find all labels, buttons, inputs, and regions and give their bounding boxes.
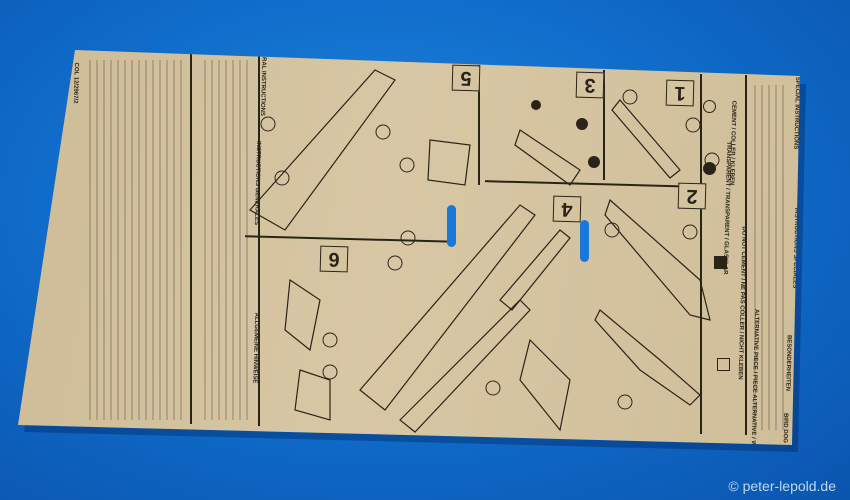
transparent-symbol: [703, 162, 716, 175]
fold-slot: [447, 205, 456, 247]
divider: [745, 75, 747, 435]
divider: [258, 56, 260, 426]
divider: [603, 70, 605, 180]
cement-symbol: [703, 100, 716, 113]
divider: [700, 74, 702, 434]
divider: [478, 65, 480, 185]
do-not-cement-symbol: [714, 256, 727, 269]
alternative-symbol: [717, 358, 730, 371]
divider: [190, 54, 192, 424]
fold-slot: [580, 220, 589, 262]
watermark: © peter-lepold.de: [728, 478, 836, 494]
